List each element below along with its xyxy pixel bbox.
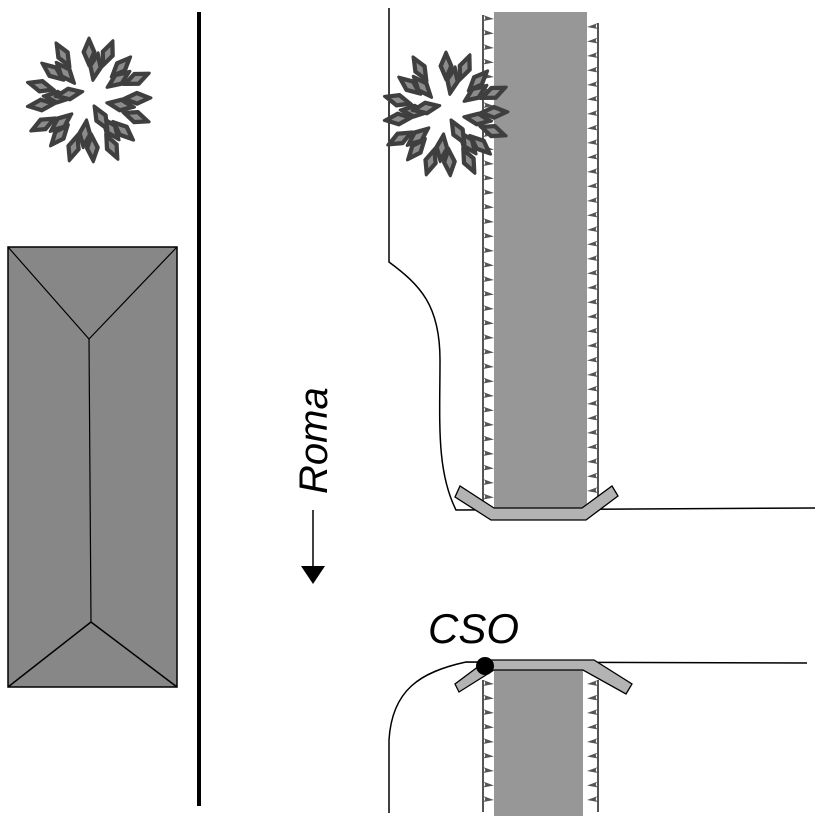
bank-hatch-tooth bbox=[587, 110, 598, 116]
bank-hatch-tooth bbox=[483, 203, 494, 210]
bank-hatch-tooth bbox=[587, 95, 598, 102]
bank-hatch-tooth bbox=[587, 327, 598, 334]
bank-hatch-tooth bbox=[483, 218, 494, 224]
bank-hatch-tooth bbox=[483, 247, 494, 253]
bank-hatch-tooth bbox=[483, 189, 494, 195]
direction-label: Roma bbox=[292, 387, 336, 494]
bank-hatch-tooth bbox=[587, 458, 598, 464]
bank-hatch-tooth bbox=[483, 767, 494, 773]
bank-hatch-tooth bbox=[587, 400, 598, 406]
bank-hatch-tooth bbox=[587, 738, 598, 744]
bank-hatch-tooth bbox=[587, 356, 598, 363]
bank-hatch-tooth bbox=[587, 781, 598, 788]
lower-bridge bbox=[454, 659, 633, 695]
bank-hatch-tooth bbox=[587, 37, 598, 44]
bank-hatch-tooth bbox=[483, 479, 494, 485]
bank-hatch-tooth bbox=[483, 377, 494, 384]
bank-hatch-tooth bbox=[483, 232, 494, 239]
hip-roof-building bbox=[7, 246, 178, 688]
bank-hatch-tooth bbox=[587, 255, 598, 261]
bank-hatch-tooth bbox=[483, 392, 494, 398]
bank-hatch-tooth bbox=[483, 406, 494, 413]
bank-hatch-tooth bbox=[587, 197, 598, 203]
bank-hatch-tooth bbox=[483, 319, 494, 326]
bank-hatch-tooth bbox=[587, 680, 598, 686]
bank-hatch-tooth bbox=[483, 174, 494, 181]
bank-hatch-tooth bbox=[587, 182, 598, 189]
bank-hatch-tooth bbox=[483, 723, 494, 730]
bank-hatch-tooth bbox=[483, 464, 494, 471]
bank-hatch-tooth bbox=[587, 226, 598, 232]
bank-hatch-tooth bbox=[587, 385, 598, 392]
bank-hatch-tooth bbox=[483, 709, 494, 715]
bank-hatch-tooth bbox=[483, 796, 494, 802]
lower-embankment-outline bbox=[388, 661, 808, 813]
bank-hatch-tooth bbox=[587, 796, 598, 802]
bank-hatch-tooth bbox=[483, 435, 494, 442]
bank-hatch-tooth bbox=[587, 429, 598, 435]
bank-hatch-tooth bbox=[587, 414, 598, 421]
cso-label: CSO bbox=[428, 605, 519, 652]
bank-hatch-tooth bbox=[587, 52, 598, 58]
bank-hatch-tooth bbox=[483, 738, 494, 744]
bank-hatch-tooth bbox=[587, 472, 598, 479]
tree-right-icon bbox=[383, 52, 509, 177]
bank-hatch-tooth bbox=[483, 261, 494, 268]
bank-hatch-tooth bbox=[587, 139, 598, 145]
bank-hatch-tooth bbox=[587, 371, 598, 377]
bank-hatch-tooth bbox=[483, 276, 494, 282]
bank-hatch-tooth bbox=[483, 450, 494, 456]
channel-bank-hatch-right bbox=[587, 680, 599, 812]
tree-left-icon bbox=[26, 38, 152, 163]
bank-hatch-tooth bbox=[587, 723, 598, 730]
bank-hatch-tooth bbox=[587, 168, 598, 174]
bank-hatch-tooth bbox=[587, 313, 598, 319]
bank-hatch-tooth bbox=[587, 23, 598, 29]
bank-hatch-tooth bbox=[483, 781, 494, 788]
bank-hatch-tooth bbox=[587, 66, 598, 73]
bank-hatch-tooth bbox=[483, 290, 494, 297]
upper-bridge bbox=[454, 485, 619, 521]
bank-hatch-tooth bbox=[587, 153, 598, 160]
bank-hatch-tooth bbox=[587, 487, 598, 493]
bank-hatch-tooth bbox=[483, 160, 494, 166]
bank-hatch-tooth bbox=[483, 305, 494, 311]
bank-hatch-tooth bbox=[587, 342, 598, 348]
bank-hatch-tooth bbox=[587, 284, 598, 290]
bank-hatch-tooth bbox=[483, 29, 494, 36]
channel-bank-hatch-right bbox=[587, 23, 599, 505]
bank-hatch-tooth bbox=[483, 694, 494, 701]
bank-hatch-tooth bbox=[483, 363, 494, 369]
bank-hatch-tooth bbox=[587, 709, 598, 715]
bank-hatch-tooth bbox=[587, 81, 598, 87]
bank-hatch-tooth bbox=[587, 443, 598, 450]
direction-arrow-down-icon bbox=[301, 510, 325, 584]
bank-hatch-tooth bbox=[483, 752, 494, 759]
bank-hatch-tooth bbox=[483, 680, 494, 686]
bank-hatch-tooth bbox=[587, 767, 598, 773]
bank-hatch-tooth bbox=[483, 421, 494, 427]
bank-hatch-tooth bbox=[587, 269, 598, 276]
bank-hatch-tooth bbox=[587, 124, 598, 131]
lower-channel bbox=[482, 670, 599, 816]
bank-hatch-tooth bbox=[483, 493, 494, 500]
bank-hatch-tooth bbox=[587, 752, 598, 759]
channel-bank-hatch-left bbox=[482, 680, 494, 812]
bank-hatch-tooth bbox=[483, 348, 494, 355]
bank-hatch-tooth bbox=[587, 298, 598, 305]
bank-hatch-tooth bbox=[483, 334, 494, 340]
bank-hatch-tooth bbox=[587, 240, 598, 247]
bank-hatch-tooth bbox=[483, 58, 494, 65]
bank-hatch-tooth bbox=[587, 694, 598, 701]
bank-hatch-tooth bbox=[587, 211, 598, 218]
upper-embankment-outline bbox=[388, 8, 816, 511]
bank-hatch-tooth bbox=[483, 15, 494, 21]
bank-hatch-tooth bbox=[483, 44, 494, 50]
cso-point-marker bbox=[476, 657, 494, 675]
